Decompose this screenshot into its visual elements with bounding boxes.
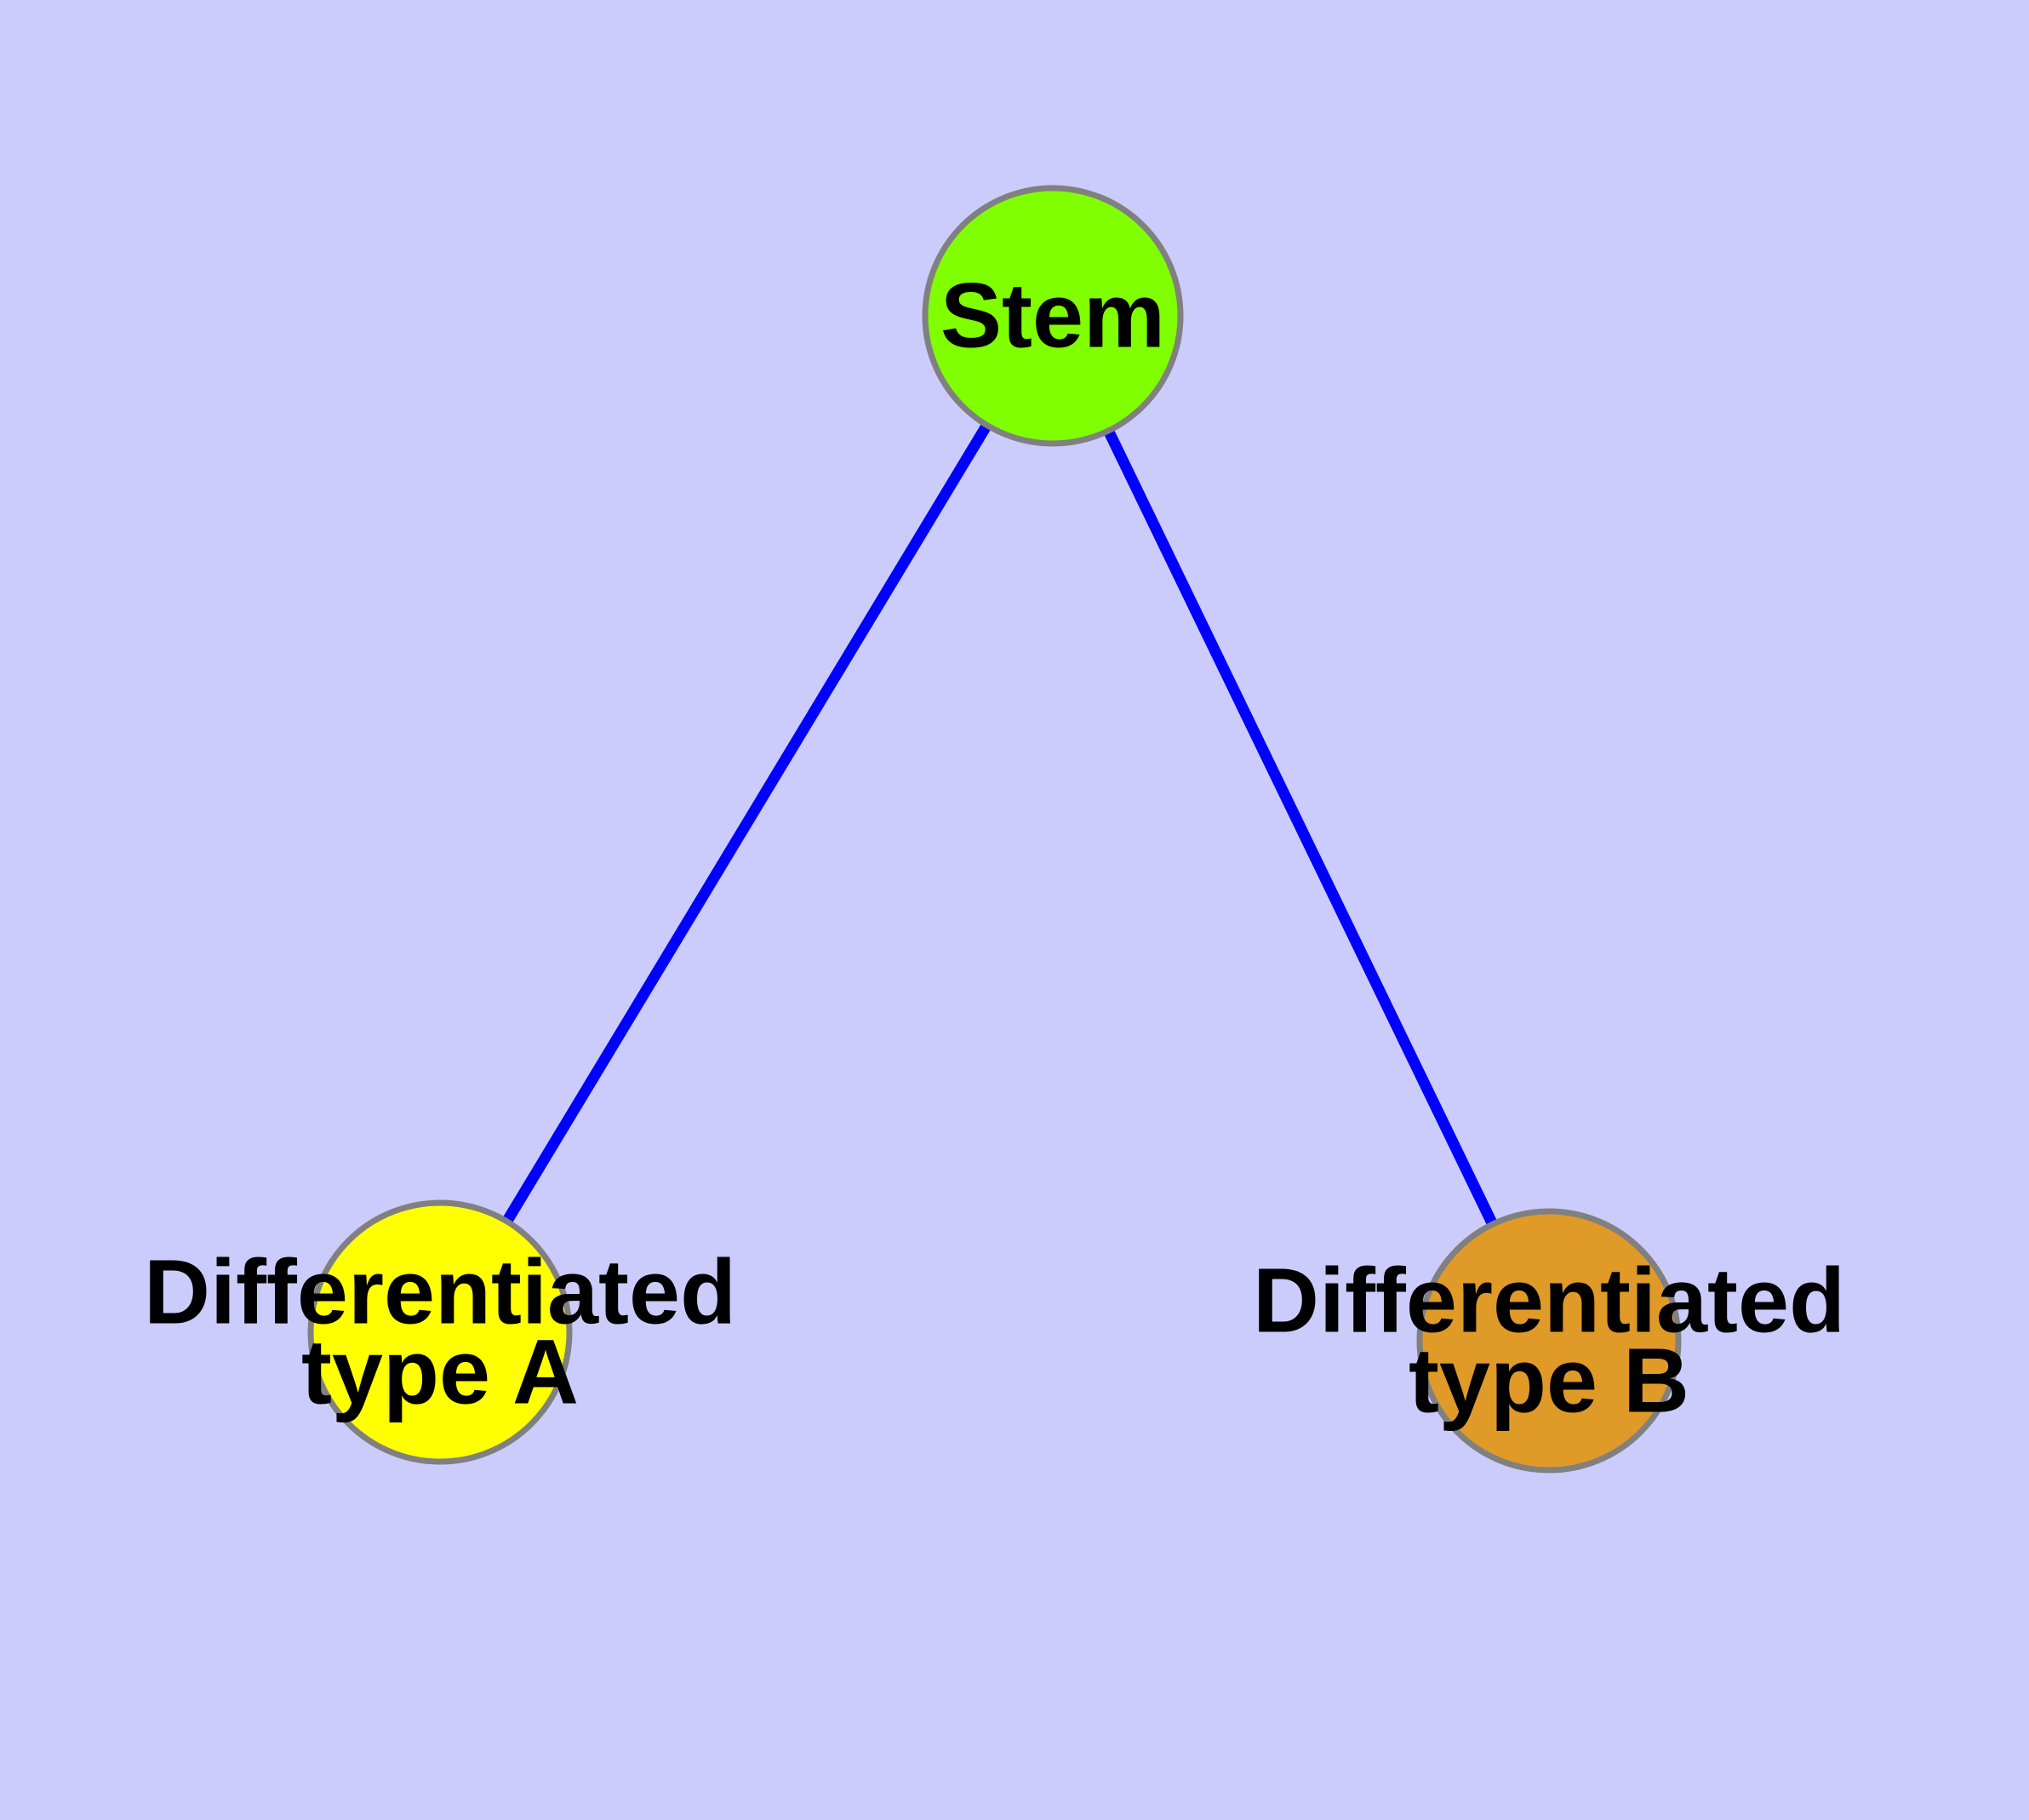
node-label-line: Differentiated <box>144 1240 736 1343</box>
node-label-line: type A <box>301 1320 579 1423</box>
edges-layer <box>503 424 1497 1225</box>
node-differentiated-type-b[interactable] <box>1416 1208 1682 1474</box>
edge-stem-to-differentiated-b[interactable] <box>1104 430 1497 1225</box>
node-differentiated-type-a[interactable] <box>307 1199 573 1465</box>
nodes-layer <box>307 185 1682 1474</box>
node-label-line: Differentiated <box>1253 1249 1845 1352</box>
node-label-line: Stem <box>940 264 1165 367</box>
node-label-line: type B <box>1409 1329 1689 1432</box>
node-label-stem: Stem <box>940 264 1165 367</box>
edge-stem-to-differentiated-a[interactable] <box>503 424 991 1222</box>
node-stem[interactable] <box>922 185 1184 447</box>
